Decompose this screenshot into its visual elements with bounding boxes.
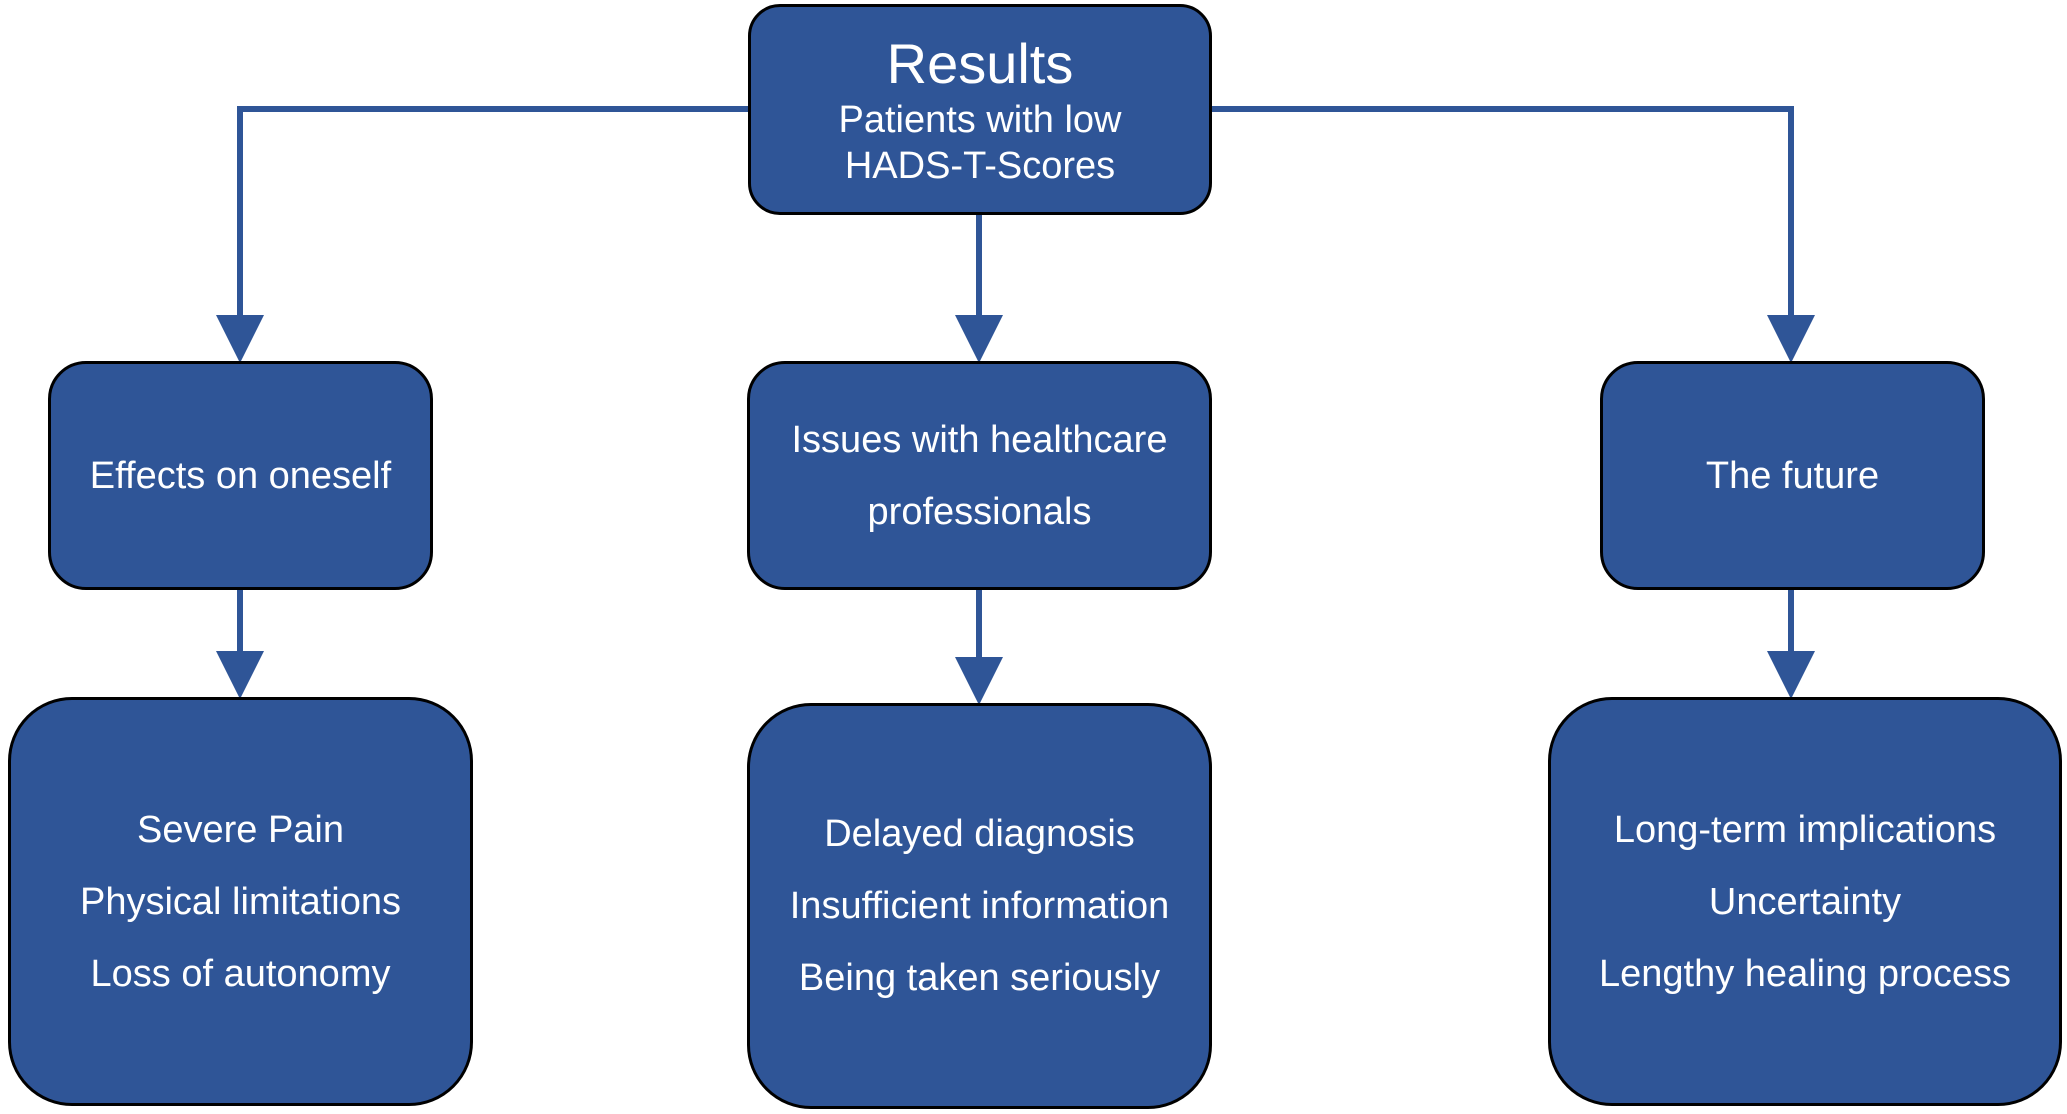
- list-item: Lengthy healing process: [1599, 952, 2011, 995]
- connector-root-to-future: [1212, 106, 1815, 363]
- list-item: Severe Pain: [136, 808, 344, 851]
- list-item: Insufficient information: [789, 885, 1170, 927]
- list-item: Loss of autonomy: [90, 952, 391, 995]
- category-label-line2: professionals: [867, 490, 1092, 533]
- category-issues-with-healthcare: Issues with healthcare professionals: [747, 361, 1212, 590]
- category-label: Effects on oneself: [89, 454, 392, 497]
- root-title: Results: [886, 31, 1074, 95]
- subtheme-list: Severe Pain Physical limitations Loss of…: [80, 794, 401, 1010]
- category-the-future: The future: [1600, 361, 1985, 590]
- root-node: Results Patients with low HADS-T-Scores: [748, 4, 1212, 215]
- category-effects-on-oneself: Effects on oneself: [48, 361, 433, 590]
- subtheme-list-effects-on-oneself: Severe Pain Physical limitations Loss of…: [8, 697, 473, 1106]
- subtheme-list-the-future: Long-term implications Uncertainty Lengt…: [1548, 697, 2062, 1106]
- root-subtitle-line1: Patients with low: [838, 98, 1122, 141]
- list-item: Long-term implications: [1613, 808, 1997, 851]
- list-item: Being taken seriously: [798, 957, 1161, 999]
- list-item: Physical limitations: [80, 880, 401, 923]
- subtheme-list: Long-term implications Uncertainty Lengt…: [1599, 794, 2011, 1010]
- connector-root-to-effects: [216, 106, 748, 363]
- category-label-line1: Issues with healthcare: [791, 418, 1168, 461]
- subtheme-list-issues-with-healthcare: Delayed diagnosis Insufficient informati…: [747, 703, 1212, 1109]
- category-label: The future: [1705, 454, 1880, 497]
- root-subtitle-line2: HADS-T-Scores: [844, 144, 1116, 187]
- list-item: Uncertainty: [1708, 880, 1902, 923]
- subtheme-list: Delayed diagnosis Insufficient informati…: [790, 798, 1170, 1014]
- list-item: Delayed diagnosis: [824, 813, 1135, 855]
